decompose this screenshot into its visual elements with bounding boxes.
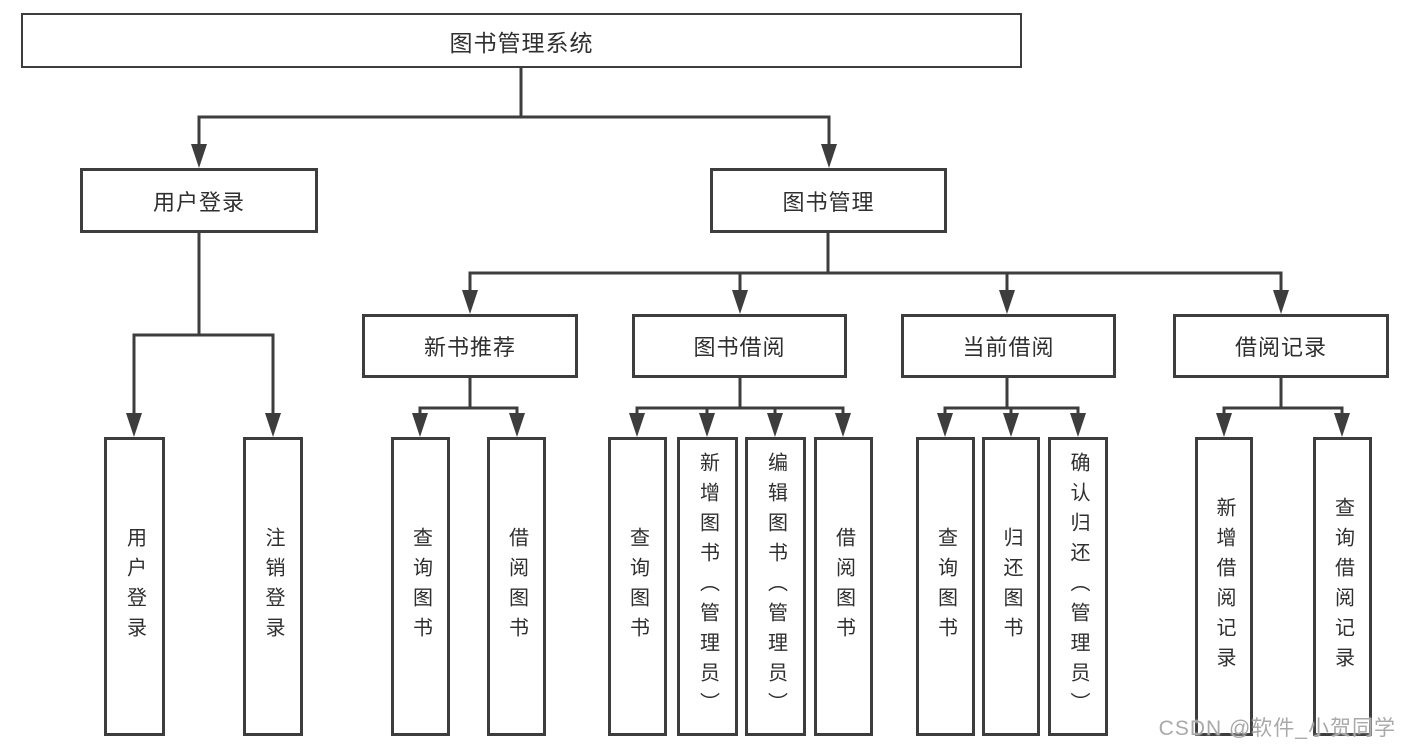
- node-leaf-user-login: 用户登录: [104, 437, 165, 736]
- node-leaf-current-confirm-return: 确认归还（管理员）: [1048, 437, 1108, 736]
- node-leaf-logout: 注销登录: [243, 437, 303, 736]
- node-root: 图书管理系统: [21, 13, 1022, 68]
- node-leaf-borrowing-add-books: 新增图书（管理员）: [677, 437, 738, 736]
- node-leaf-borrowing-query-books: 查询图书: [608, 437, 667, 736]
- node-leaf-recommend-borrow-books: 借阅图书: [487, 437, 546, 736]
- node-book-borrowing: 图书借阅: [632, 314, 847, 378]
- node-user-login: 用户登录: [80, 168, 318, 233]
- node-leaf-records-query-record: 查询借阅记录: [1313, 437, 1372, 736]
- node-new-book-recommend: 新书推荐: [362, 314, 578, 378]
- node-leaf-records-add-record: 新增借阅记录: [1195, 437, 1253, 736]
- node-leaf-current-return-books: 归还图书: [982, 437, 1040, 736]
- watermark: CSDN @软件_小贺同学: [1158, 717, 1396, 740]
- node-leaf-borrowing-borrow-books: 借阅图书: [814, 437, 873, 736]
- node-leaf-current-query-books: 查询图书: [916, 437, 975, 736]
- node-current-borrowing: 当前借阅: [901, 314, 1116, 378]
- node-borrowing-records: 借阅记录: [1173, 314, 1389, 378]
- node-book-management: 图书管理: [710, 168, 947, 233]
- node-leaf-recommend-query-books: 查询图书: [391, 437, 450, 736]
- node-leaf-borrowing-edit-books: 编辑图书（管理员）: [745, 437, 806, 736]
